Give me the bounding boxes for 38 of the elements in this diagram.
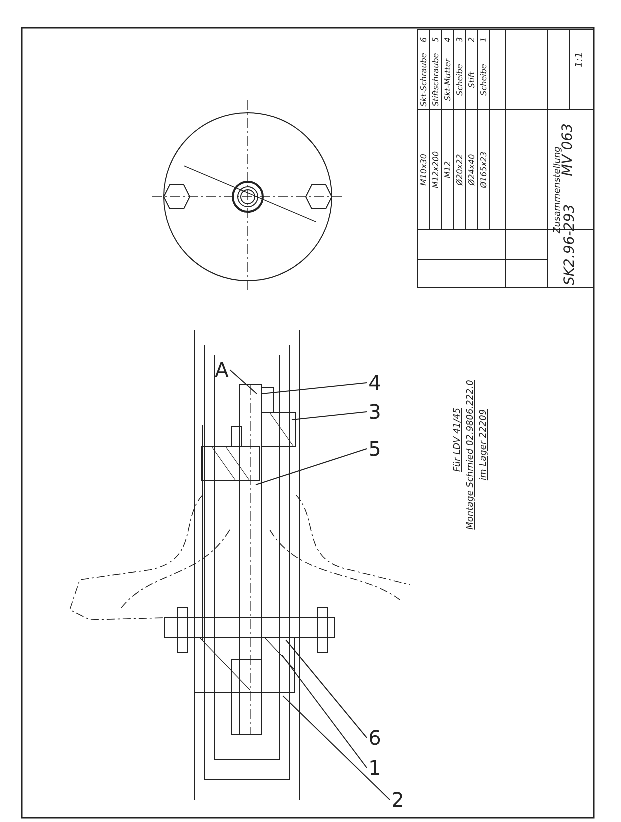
leader-line	[256, 448, 368, 486]
callout-number: A	[214, 360, 230, 380]
note-text: Montage Schmied 02.9806.222.0	[466, 380, 476, 530]
callout-number: 3	[367, 402, 383, 422]
leader-line	[262, 382, 368, 394]
item-number: 5	[432, 37, 440, 43]
part-specification: Ø20x22	[456, 154, 464, 186]
callout-number: 4	[367, 373, 383, 393]
drawing-title: Zusammenstellung	[553, 146, 563, 234]
leader-line	[286, 640, 368, 738]
leader-line	[282, 654, 368, 768]
part-specification: M12x200	[432, 151, 440, 189]
item-number: 1	[480, 37, 488, 43]
part-name: Skt-Schraube	[420, 53, 428, 107]
item-number: 6	[420, 37, 428, 43]
note-text: im Lager 22209	[479, 409, 489, 481]
callout-number: 5	[367, 439, 383, 459]
part-name: Scheibe	[456, 64, 464, 96]
part-name: Scheibe	[480, 64, 488, 96]
item-number: 3	[456, 37, 464, 43]
leader-line	[230, 370, 258, 394]
part-name: Skt-Mutter	[444, 58, 452, 102]
callout-number: 1	[367, 758, 383, 778]
leader-line	[282, 696, 390, 800]
item-number: 4	[444, 37, 452, 43]
callout-number: 2	[390, 790, 406, 810]
part-specification: M10x30	[420, 154, 428, 186]
part-name: Stiftschraube	[432, 53, 440, 107]
leader-line	[292, 412, 368, 420]
item-number: 2	[468, 37, 476, 43]
note-text: Für LDV 41/45	[453, 408, 463, 472]
scale-text: 1:1	[574, 52, 586, 68]
part-specification: Ø165x23	[480, 152, 488, 188]
part-specification: Ø24x40	[468, 154, 476, 186]
part-name: Stift	[468, 72, 476, 88]
part-specification: M12	[444, 161, 452, 179]
drawing-number: SK2.96-293	[562, 204, 578, 286]
callout-number: 6	[367, 728, 383, 748]
